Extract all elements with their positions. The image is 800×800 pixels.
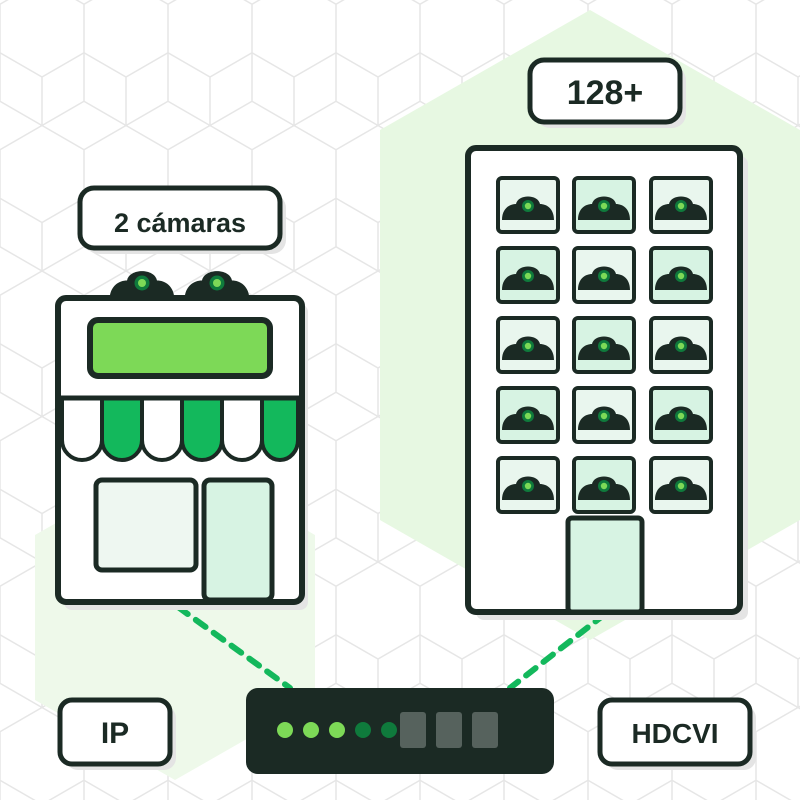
office-window [496, 386, 560, 444]
drive-slot [400, 712, 426, 748]
ip-label-bubble: IP [57, 697, 176, 770]
office-window [496, 176, 560, 234]
office-window-grid [496, 176, 713, 514]
office-window [572, 386, 636, 444]
recorder-status-leds [277, 722, 397, 738]
office-window [649, 386, 713, 444]
connection-line-building [507, 611, 608, 691]
status-led [303, 722, 319, 738]
store-camera-count-bubble: 2 cámaras [77, 185, 286, 254]
building-camera-count-label: 128+ [567, 74, 644, 112]
office-window [496, 456, 560, 514]
office-window [649, 316, 713, 374]
video-recorder [246, 688, 554, 774]
office-window [572, 176, 636, 234]
building-camera-count-bubble: 128+ [527, 57, 686, 128]
office-building [465, 145, 748, 620]
office-window [496, 316, 560, 374]
store-awning [58, 395, 302, 462]
office-window [649, 246, 713, 304]
drive-slot [472, 712, 498, 748]
store-door [201, 477, 275, 603]
status-led [355, 722, 371, 738]
status-led [277, 722, 293, 738]
store-sign [87, 317, 273, 379]
store-camera-count-label: 2 cámaras [114, 208, 246, 238]
ip-label: IP [101, 717, 129, 750]
office-window [649, 456, 713, 514]
office-door [565, 515, 645, 615]
drive-slot [436, 712, 462, 748]
status-led [381, 722, 397, 738]
hdcvi-label-bubble: HDCVI [597, 697, 756, 770]
store-window [93, 477, 199, 573]
recorder-drive-slots [400, 712, 498, 748]
status-led [329, 722, 345, 738]
office-window [572, 456, 636, 514]
office-window [572, 246, 636, 304]
office-window [572, 316, 636, 374]
store-building [55, 271, 308, 610]
hdcvi-label: HDCVI [631, 718, 718, 749]
office-window [496, 246, 560, 304]
office-window [649, 176, 713, 234]
connection-line-store [175, 604, 293, 691]
